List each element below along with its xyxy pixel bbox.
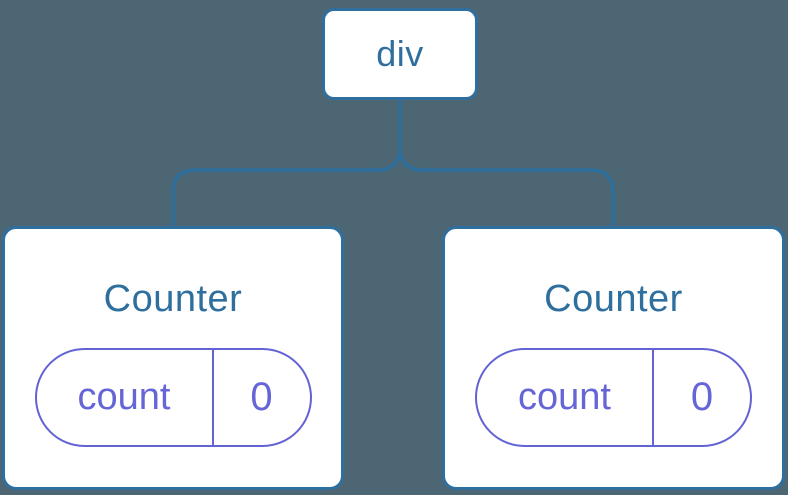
counter-card-left: Counter count 0 [2, 226, 344, 490]
connector-right-branch [398, 146, 615, 228]
state-pill: count 0 [475, 348, 752, 447]
connector-left-branch [171, 146, 402, 228]
counter-card-right: Counter count 0 [442, 226, 785, 490]
state-pill: count 0 [34, 348, 312, 447]
state-value: 0 [250, 375, 273, 419]
state-value: 0 [690, 375, 714, 419]
component-title: Counter [544, 278, 683, 320]
component-title: Counter [103, 278, 243, 320]
root-node-label: div [376, 33, 424, 74]
root-node-div: div [322, 8, 478, 100]
state-key: count [477, 350, 654, 445]
state-key: count [37, 350, 214, 445]
